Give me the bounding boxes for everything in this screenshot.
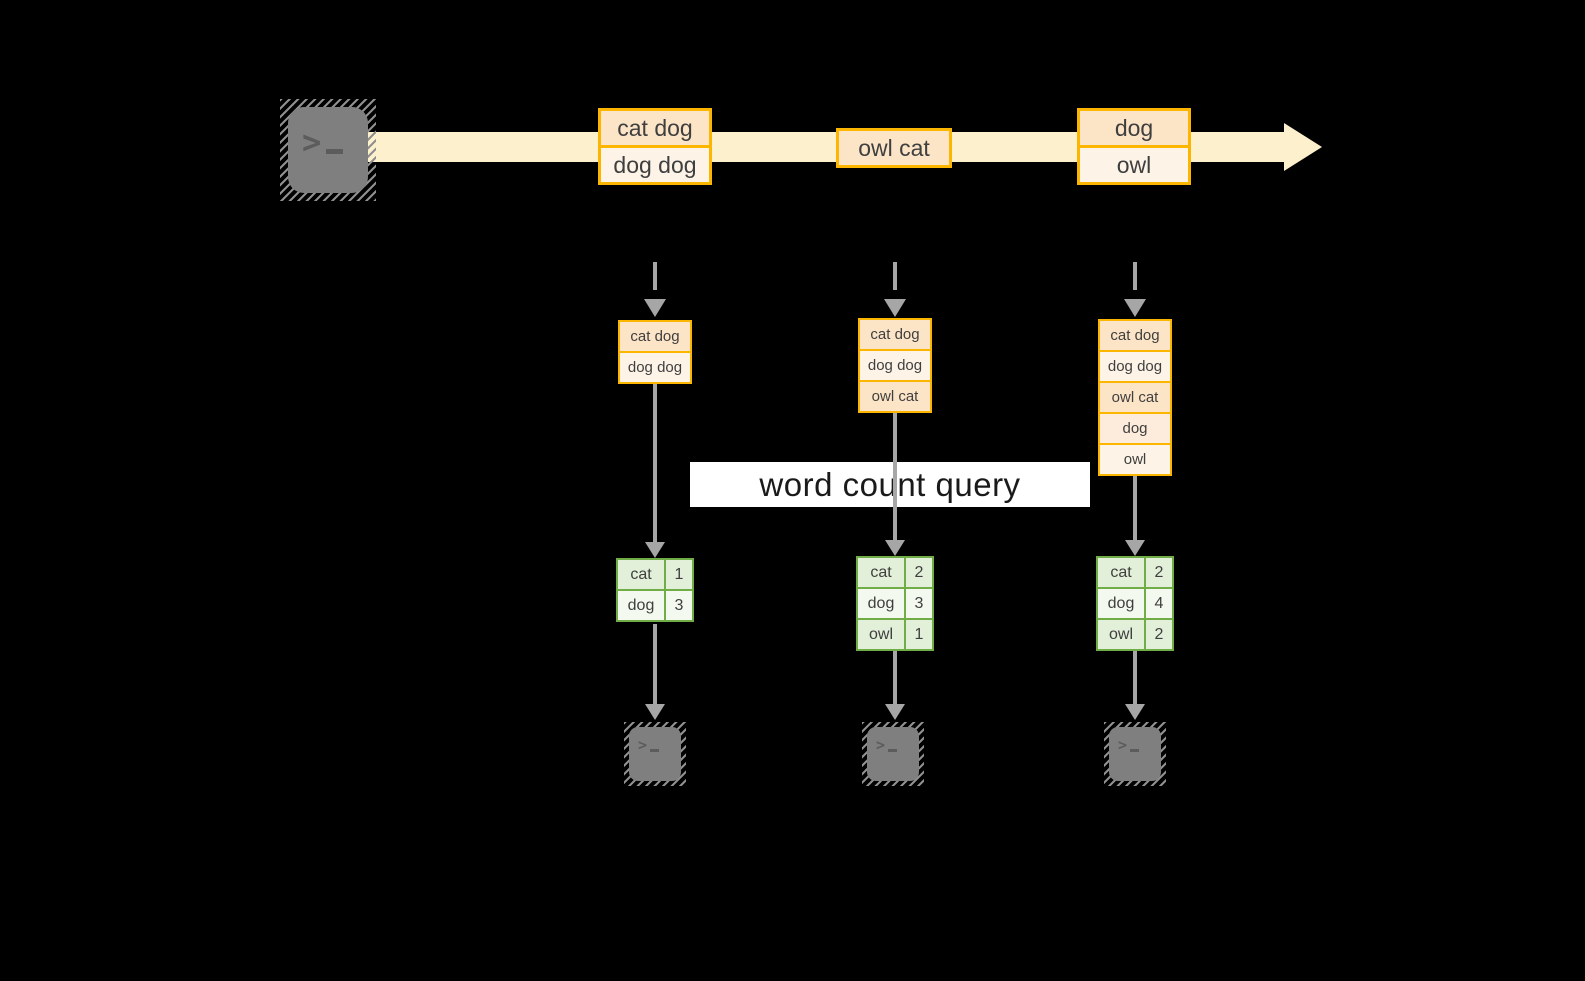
count-cell: 2 <box>1146 620 1172 649</box>
word-cell: dog <box>858 589 904 618</box>
count-cell: 1 <box>906 620 932 649</box>
terminal-prompt-icon: > <box>302 123 344 193</box>
input-row: cat dog <box>620 322 690 351</box>
input-row: owl <box>1100 443 1170 474</box>
sink-terminal-icon: > <box>1104 722 1166 786</box>
input-row: dog <box>1100 412 1170 443</box>
terminal-prompt-icon: > <box>876 736 898 781</box>
batch-row: owl cat <box>839 131 949 165</box>
terminal-prompt-icon: > <box>638 736 660 781</box>
count-cell: 2 <box>1146 558 1172 587</box>
word-cell: cat <box>618 560 664 589</box>
down-arrow-icon <box>645 624 665 720</box>
input-stack-2: cat dog dog dog owl cat <box>858 318 932 413</box>
terminal-screen: > <box>629 727 681 781</box>
dashed-down-arrow-icon <box>884 262 906 317</box>
input-stack-1: cat dog dog dog <box>618 320 692 384</box>
input-row: owl cat <box>860 380 930 411</box>
sink-terminal-icon: > <box>624 722 686 786</box>
down-arrow-icon <box>645 384 665 558</box>
dashed-down-arrow-icon <box>644 262 666 317</box>
count-cell: 4 <box>1146 589 1172 618</box>
stream-batch-2: owl cat <box>836 128 952 168</box>
input-stack-3: cat dog dog dog owl cat dog owl <box>1098 319 1172 476</box>
word-cell: owl <box>1098 620 1144 649</box>
stream-batch-3: dog owl <box>1077 108 1191 185</box>
batch-row: dog dog <box>601 145 709 182</box>
stream-batch-1: cat dog dog dog <box>598 108 712 185</box>
terminal-screen: > <box>867 727 919 781</box>
down-arrow-icon <box>1125 476 1145 556</box>
dashed-down-arrow-icon <box>1124 262 1146 317</box>
stream-arrowhead-icon <box>1284 123 1322 171</box>
batch-row: dog <box>1080 111 1188 145</box>
sink-terminal-icon: > <box>862 722 924 786</box>
word-cell: cat <box>858 558 904 587</box>
batch-row: owl <box>1080 145 1188 182</box>
terminal-screen: > <box>288 107 368 193</box>
count-cell: 2 <box>906 558 932 587</box>
wordcount-table-3: cat 2 dog 4 owl 2 <box>1096 556 1174 651</box>
input-row: dog dog <box>860 349 930 380</box>
count-cell: 3 <box>906 589 932 618</box>
down-arrow-icon <box>1125 651 1145 720</box>
down-arrow-icon <box>885 413 905 556</box>
word-cell: dog <box>618 591 664 620</box>
input-row: cat dog <box>1100 321 1170 350</box>
wordcount-table-1: cat 1 dog 3 <box>616 558 694 622</box>
input-row: cat dog <box>860 320 930 349</box>
source-terminal-icon: > <box>280 99 376 201</box>
input-row: owl cat <box>1100 381 1170 412</box>
word-cell: cat <box>1098 558 1144 587</box>
count-cell: 1 <box>666 560 692 589</box>
input-row: dog dog <box>1100 350 1170 381</box>
batch-row: cat dog <box>601 111 709 145</box>
input-row: dog dog <box>620 351 690 382</box>
count-cell: 3 <box>666 591 692 620</box>
word-cell: dog <box>1098 589 1144 618</box>
down-arrow-icon <box>885 651 905 720</box>
wordcount-table-2: cat 2 dog 3 owl 1 <box>856 556 934 651</box>
terminal-prompt-icon: > <box>1118 736 1140 781</box>
terminal-screen: > <box>1109 727 1161 781</box>
word-cell: owl <box>858 620 904 649</box>
query-label: word count query <box>690 462 1090 507</box>
